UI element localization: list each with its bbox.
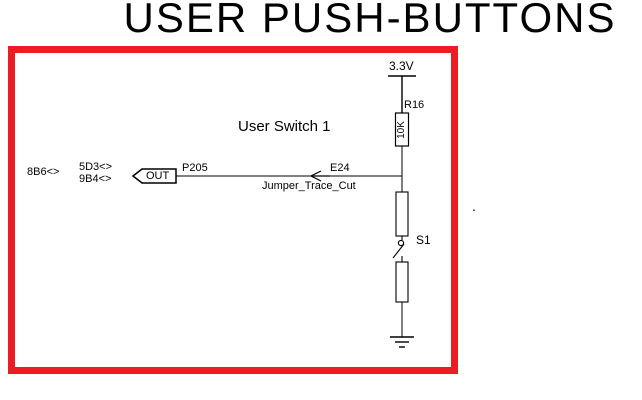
xref-mid-top-label: 5D3<> <box>79 161 113 173</box>
resistor-value-label: 10K <box>396 121 407 139</box>
switch-s1-symbol <box>392 236 405 262</box>
net-name-label: P205 <box>182 162 208 174</box>
jumper-arrow-icon <box>309 170 330 182</box>
schematic-frame <box>8 46 458 374</box>
arrow-ref-label: E24 <box>330 162 350 174</box>
switch-ref-label: S1 <box>416 233 431 247</box>
out-port-label: OUT <box>146 170 170 182</box>
ground-symbol <box>390 336 414 348</box>
page-title: USER PUSH-BUTTONS <box>123 0 617 41</box>
resistor-ref-label: R16 <box>404 99 425 111</box>
power-rail-symbol <box>388 75 416 113</box>
stray-dot: . <box>472 198 476 214</box>
power-net-label: 3.3V <box>389 59 414 73</box>
switch-title-label: User Switch 1 <box>238 118 331 135</box>
jumper-label: Jumper_Trace_Cut <box>262 180 356 192</box>
pushbutton-body-upper <box>395 191 409 237</box>
xref-left-label: 8B6<> <box>27 166 60 178</box>
out-port-symbol <box>131 168 177 184</box>
xref-mid-bottom-label: 9B4<> <box>79 173 112 185</box>
pushbutton-body-lower <box>395 261 409 303</box>
